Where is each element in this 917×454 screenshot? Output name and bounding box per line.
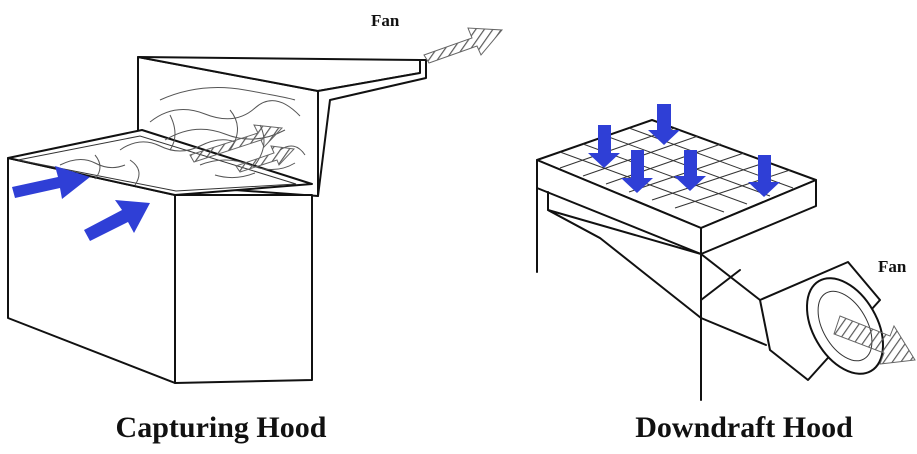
downdraft-hood-title: Downdraft Hood (635, 411, 853, 444)
downdraft-hood: Fan (537, 104, 915, 400)
capturing-fan-label: Fan (371, 11, 400, 30)
downdraft-fan-label: Fan (878, 257, 907, 276)
capturing-hood-title: Capturing Hood (116, 411, 327, 444)
fan-exhaust-arrow-icon (424, 28, 502, 63)
box-front-face (175, 195, 312, 383)
capturing-hood: Fan (8, 11, 502, 383)
